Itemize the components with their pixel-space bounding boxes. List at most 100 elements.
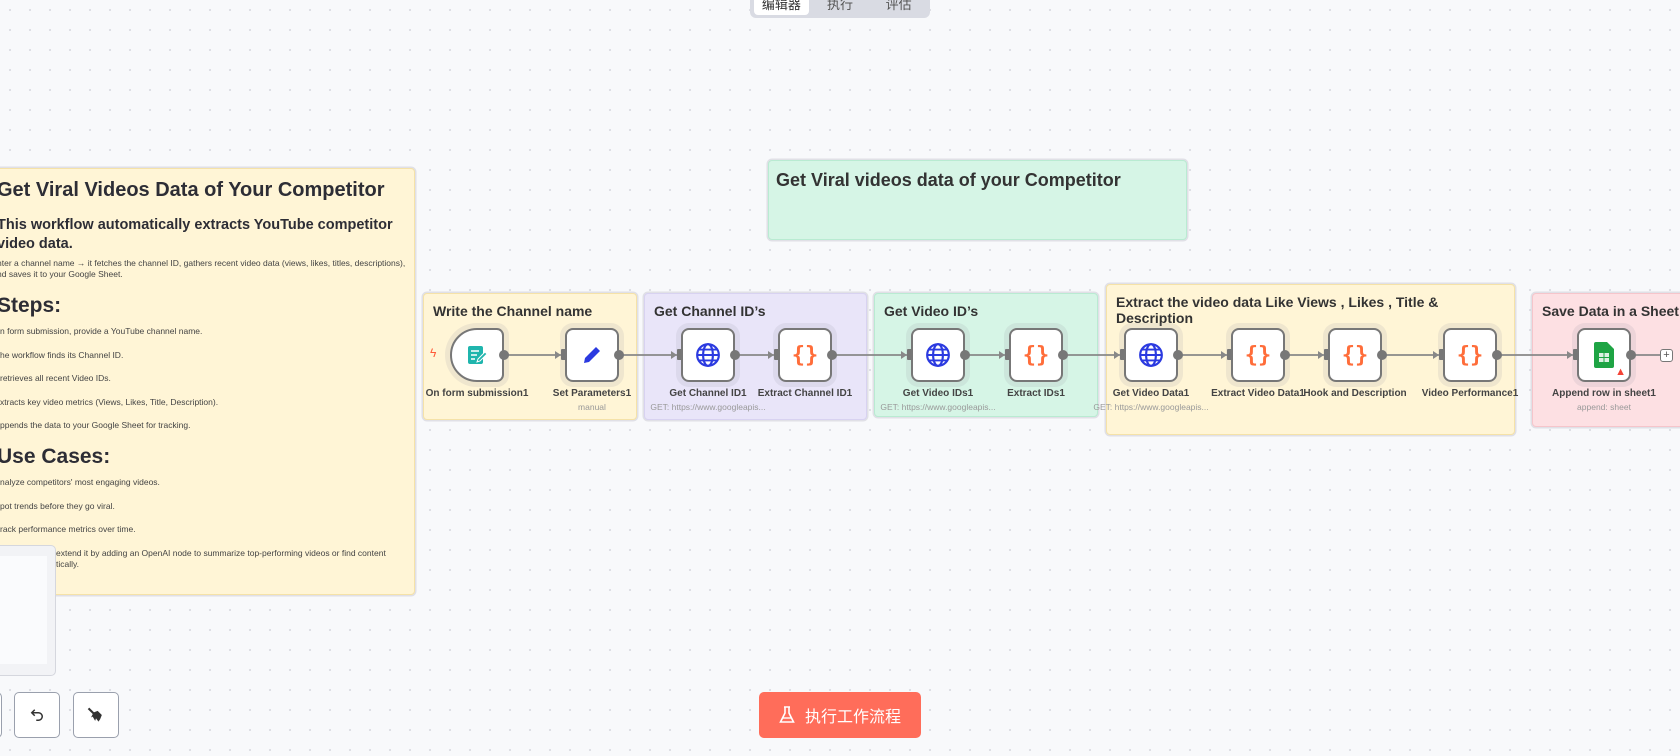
globe-icon (925, 342, 951, 368)
sticky-note-overview[interactable]: Get Viral Videos Data of Your Competitor… (0, 168, 415, 595)
connection-arrow (1114, 351, 1120, 359)
step-item: ppends the data to your Google Sheet for… (0, 420, 191, 430)
input-port[interactable] (561, 349, 566, 360)
node-label: Extract Channel ID1 (757, 388, 853, 399)
node-label: Get Video Data1 (1112, 388, 1190, 399)
workflow-node[interactable]: {} (1328, 328, 1382, 382)
input-port[interactable] (774, 349, 779, 360)
output-port[interactable] (960, 350, 970, 360)
input-port[interactable] (907, 349, 912, 360)
warning-icon: ▲ (1615, 366, 1626, 378)
connection-arrow (768, 351, 774, 359)
group-title: Write the Channel name (433, 303, 593, 319)
step-item: he workflow finds its Channel ID. (0, 349, 124, 360)
input-port[interactable] (1324, 349, 1329, 360)
workflow-node[interactable] (1124, 328, 1178, 382)
output-port[interactable] (1058, 350, 1068, 360)
code-braces-icon: {} (1244, 342, 1272, 368)
group-title: Save Data in a Sheet (1542, 303, 1679, 319)
input-port[interactable] (1227, 349, 1232, 360)
connection-arrow (1433, 351, 1439, 359)
workflow-node[interactable]: {} (1231, 328, 1285, 382)
execute-workflow-button[interactable]: 执行工作流程 (759, 692, 921, 738)
node-label: Extract Video Data1 (1211, 388, 1305, 399)
connection-arrow (555, 351, 561, 359)
code-braces-icon: {} (791, 342, 819, 368)
node-label: Get Video IDs1 (902, 388, 974, 399)
output-port[interactable] (1173, 350, 1183, 360)
connection-arrow (1221, 351, 1227, 359)
node-subtitle: GET: https://www.googleapis... (1093, 402, 1209, 412)
execute-workflow-label: 执行工作流程 (804, 709, 901, 726)
connection-arrow (901, 351, 907, 359)
workflow-node[interactable] (681, 328, 735, 382)
workflow-node[interactable] (450, 328, 504, 382)
undo-button[interactable] (14, 692, 60, 738)
step-item: retrieves all recent Video IDs. (0, 373, 111, 383)
flask-icon (779, 706, 795, 723)
broom-icon (87, 707, 102, 722)
minimap[interactable] (0, 545, 56, 676)
node-label: Extract IDs1 (1007, 388, 1065, 399)
node-subtitle: GET: https://www.googleapis... (650, 402, 766, 412)
node-label: Video Performance1 (1421, 388, 1519, 399)
code-braces-icon: {} (1022, 342, 1050, 368)
node-label: Hook and Description (1303, 388, 1407, 399)
workflow-node[interactable]: {} (778, 328, 832, 382)
workflow-node[interactable]: {} (1443, 328, 1497, 382)
output-port[interactable] (1377, 350, 1387, 360)
group-title: Extract the video data Like Views , Like… (1116, 294, 1439, 326)
note-intro: nter a channel name → it fetches the cha… (0, 258, 406, 279)
google-sheets-icon (1594, 342, 1614, 368)
input-port[interactable] (677, 349, 682, 360)
output-port[interactable] (827, 350, 837, 360)
use-cases-heading: Use Cases: (0, 445, 111, 468)
node-subtitle: GET: https://www.googleapis... (880, 402, 996, 412)
output-port[interactable] (730, 350, 740, 360)
workflow-node[interactable]: {} (1009, 328, 1063, 382)
workflow-node[interactable] (911, 328, 965, 382)
group-title: Get Video ID’s (884, 303, 979, 319)
input-port[interactable] (1573, 349, 1578, 360)
form-icon (465, 343, 489, 367)
output-port[interactable] (1626, 350, 1636, 360)
output-port[interactable] (614, 350, 624, 360)
globe-icon (1138, 342, 1164, 368)
output-port[interactable] (1280, 350, 1290, 360)
view-tabs: 编辑器 执行 评估 (750, 0, 930, 18)
sticky-note-title[interactable]: Get Viral videos data of your Competitor (768, 160, 1187, 240)
input-port[interactable] (1005, 349, 1010, 360)
input-port[interactable] (1439, 349, 1444, 360)
code-braces-icon: {} (1456, 342, 1484, 368)
use-case-item: extend it by adding an OpenAI node to su… (56, 547, 386, 569)
globe-icon (695, 342, 721, 368)
workflow-node[interactable]: ▲ (1577, 328, 1631, 382)
tab-executions[interactable]: 执行 (827, 0, 854, 12)
add-node-plus-icon[interactable]: + (1660, 349, 1673, 362)
tidy-up-button[interactable] (73, 692, 119, 738)
use-case-item: nalyze competitors' most engaging videos… (0, 477, 160, 487)
output-port[interactable] (1492, 350, 1502, 360)
connection-arrow (1318, 351, 1324, 359)
group-sticky[interactable]: Save Data in a Sheet (1532, 293, 1680, 427)
output-port[interactable] (499, 350, 509, 360)
tab-editor[interactable]: 编辑器 (754, 0, 809, 15)
node-label: Set Parameters1 (552, 388, 632, 399)
trigger-bolt-icon: ϟ (430, 346, 437, 360)
note-title: Get Viral Videos Data of Your Competitor (0, 179, 385, 201)
step-item: n form submission, provide a YouTube cha… (0, 326, 203, 336)
node-subtitle: append: sheet (1577, 402, 1631, 412)
node-label: Get Channel ID1 (669, 388, 747, 399)
node-label: On form submission1 (425, 388, 529, 399)
minimap-viewport (0, 556, 47, 664)
connection-arrow (671, 351, 677, 359)
steps-heading: Steps: (0, 294, 62, 317)
zoom-controls-button[interactable] (0, 692, 2, 738)
note-subtitle: This workflow automatically extracts You… (0, 217, 393, 252)
workflow-node[interactable] (565, 328, 619, 382)
input-port[interactable] (1120, 349, 1125, 360)
tab-evaluations[interactable]: 评估 (885, 0, 912, 12)
sticky-title: Get Viral videos data of your Competitor (776, 170, 1121, 190)
node-subtitle: manual (578, 402, 606, 412)
